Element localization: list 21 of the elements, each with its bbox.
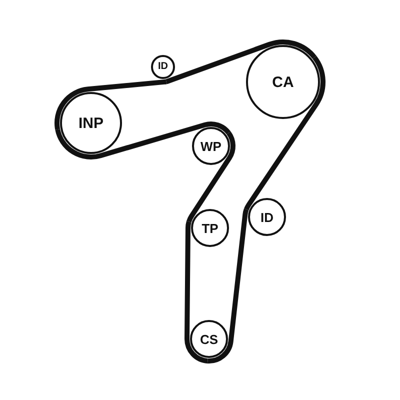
- belt-segment: [208, 208, 249, 364]
- pulley-label: ID: [158, 62, 168, 72]
- pulley-label: WP: [200, 140, 222, 152]
- pulley: [151, 55, 175, 79]
- belt-segment: [186, 132, 236, 222]
- pulley: [190, 320, 228, 358]
- belt-segment: [244, 56, 326, 210]
- belt-segment: [54, 79, 167, 130]
- pulley-label: CA: [272, 74, 294, 90]
- pulley: [191, 209, 229, 247]
- pulley: [248, 198, 286, 236]
- pulley-label: TP: [202, 222, 218, 234]
- belt-segment: [166, 40, 316, 84]
- pulley: [246, 45, 320, 119]
- pulley-label: INP: [78, 116, 104, 130]
- belt-segment: [184, 221, 208, 364]
- pulley: [192, 127, 230, 165]
- pulley-label: ID: [260, 210, 274, 224]
- pulley: [60, 92, 122, 154]
- belt-segment: [55, 122, 231, 160]
- pulley-label: CS: [200, 332, 218, 346]
